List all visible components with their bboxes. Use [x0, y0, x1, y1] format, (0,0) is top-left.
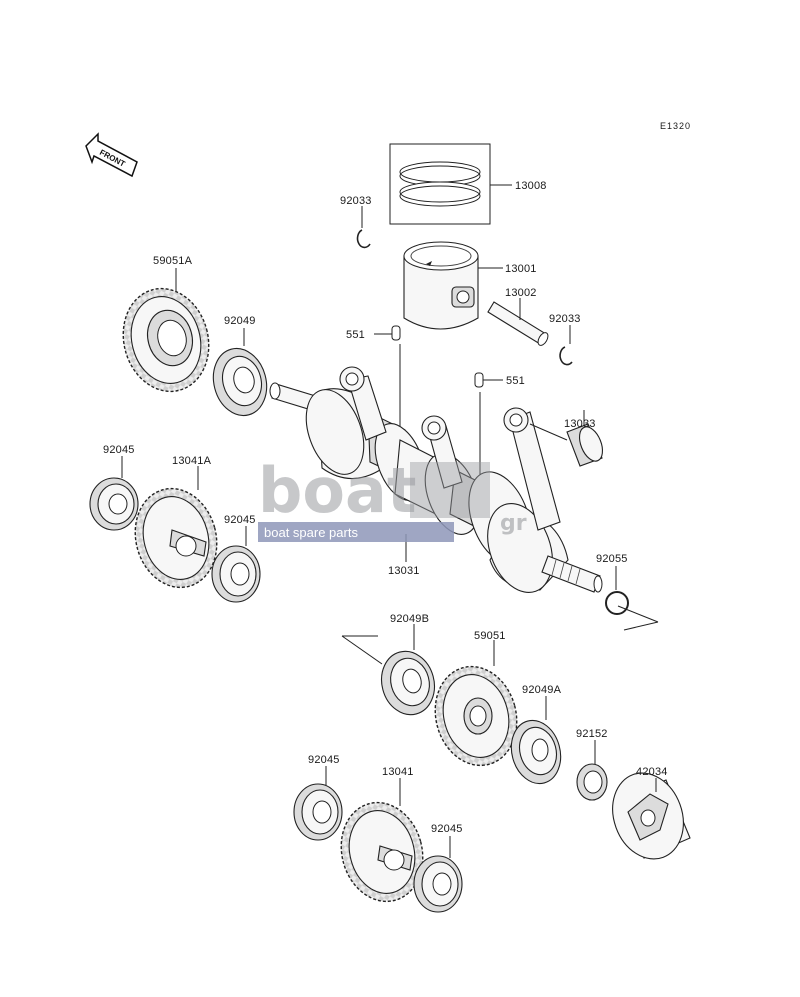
- ball-bearing-lower-left: [293, 766, 343, 841]
- crankshaft: [269, 366, 603, 593]
- gear-59051: [434, 640, 518, 767]
- oil-seal-92049: [212, 328, 268, 417]
- reference-code: E1320: [660, 121, 691, 131]
- collar-92152: [576, 740, 608, 801]
- label-42034: 42034: [636, 766, 668, 778]
- watermark: boat gr boat spare parts: [258, 454, 527, 542]
- label-92049: 92049: [224, 315, 256, 327]
- gear-13041a: [134, 466, 218, 589]
- piston-rings: [389, 143, 512, 225]
- o-ring-92055: [605, 566, 629, 615]
- dowel-pin-upper: [374, 325, 401, 446]
- oil-seal-92049a: [510, 696, 562, 785]
- label-92049b: 92049B: [390, 613, 429, 625]
- oil-seal-92049b: [381, 624, 435, 716]
- label-13031: 13031: [388, 565, 420, 577]
- label-92049a: 92049A: [522, 684, 562, 696]
- piston: [403, 241, 503, 330]
- ball-bearing-mid: [211, 526, 261, 603]
- label-13041: 13041: [382, 766, 414, 778]
- label-92045-lower-left: 92045: [308, 754, 340, 766]
- needle-bearing-13033: [529, 410, 604, 467]
- label-551-lower: 551: [506, 375, 525, 387]
- label-13033: 13033: [564, 418, 596, 430]
- label-551-upper: 551: [346, 329, 365, 341]
- label-92045-mid: 92045: [224, 514, 256, 526]
- label-92033-left: 92033: [340, 195, 372, 207]
- label-92055: 92055: [596, 553, 628, 565]
- label-59051: 59051: [474, 630, 506, 642]
- ball-bearing-left: [89, 456, 139, 531]
- coupling-42034: [612, 772, 691, 860]
- sub-assembly-bracket: [341, 605, 659, 665]
- label-13002: 13002: [505, 287, 537, 299]
- label-13041a: 13041A: [172, 455, 212, 467]
- ball-bearing-lower-right: [413, 836, 463, 913]
- label-13008: 13008: [515, 180, 547, 192]
- gear-59051a: [122, 268, 210, 393]
- label-92045-lower-right: 92045: [431, 823, 463, 835]
- watermark-brand: boat: [258, 454, 416, 527]
- label-13001: 13001: [505, 263, 537, 275]
- piston-pin: [487, 298, 549, 346]
- front-direction-arrow: FRONT: [85, 132, 138, 178]
- label-92033-right: 92033: [549, 313, 581, 325]
- gear-13041: [340, 778, 424, 903]
- label-59051a: 59051A: [153, 255, 193, 267]
- label-92152: 92152: [576, 728, 608, 740]
- watermark-brand-suffix: gr: [500, 511, 527, 536]
- piston-pin-circlip-right: [559, 325, 573, 366]
- watermark-tagline: boat spare parts: [264, 525, 358, 540]
- piston-pin-circlip-left: [356, 206, 371, 249]
- label-92045-left: 92045: [103, 444, 135, 456]
- watermark-accent-block: [410, 462, 490, 518]
- watermark-tagline-bar: [258, 522, 454, 542]
